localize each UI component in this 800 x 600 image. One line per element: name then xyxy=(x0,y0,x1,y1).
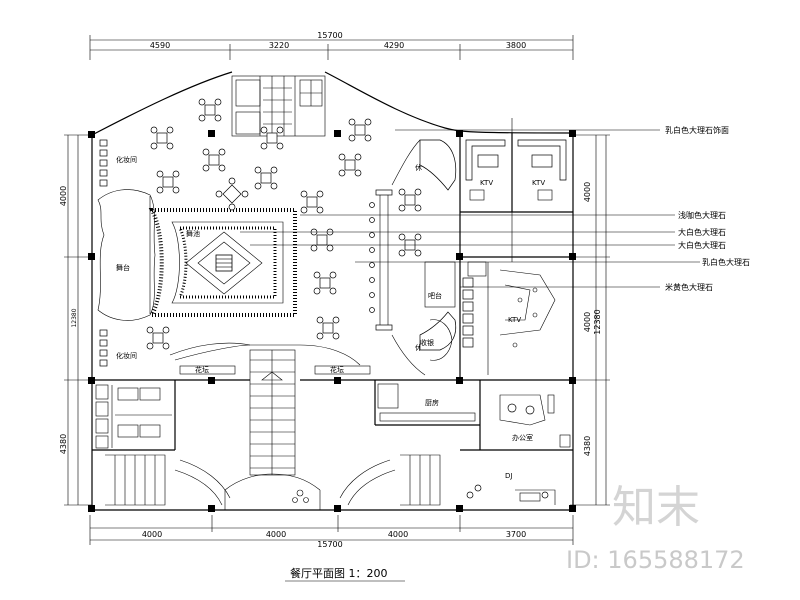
right-dimension-3: 12380 xyxy=(593,309,602,334)
planter-left-label: 花坛 xyxy=(195,365,209,374)
annotation-4: 大白色大理石 xyxy=(678,240,726,250)
stage-area: 舞台 化妆间 化妆间 xyxy=(97,139,156,367)
ktv-hall-label: KTV xyxy=(508,316,521,324)
banquette-seating: 休 休 xyxy=(369,139,426,376)
restrooms xyxy=(95,384,172,449)
main-entrance-stair: 花坛 花坛 xyxy=(169,342,371,510)
side-stairs xyxy=(105,454,441,506)
top-dimension-chain: 15700 4590 3220 4290 3800 xyxy=(89,31,574,60)
left-dimension-1: 4000 xyxy=(59,186,68,206)
structural-columns xyxy=(88,130,576,512)
annotation-6: 米黄色大理石 xyxy=(665,282,713,292)
kitchen-label: 厨房 xyxy=(425,398,439,407)
material-annotations: 乳白色大理石饰面 浅咖色大理石 大白色大理石 大白色大理石 乳白色大理石 米黄色… xyxy=(240,118,750,292)
top-dimension-3: 4290 xyxy=(384,41,404,50)
ktv-hall: KTV 吧台 收银 xyxy=(420,261,556,375)
office-label: 办公室 xyxy=(512,433,533,442)
drawing-title-block: 餐厅平面图 1：200 xyxy=(285,566,405,582)
watermark-id: ID: 165588172 xyxy=(566,546,745,574)
bottom-dimension-3: 4000 xyxy=(388,530,408,539)
top-total-dimension: 15700 xyxy=(317,31,342,40)
kitchen-zone: 厨房 办公室 DJ xyxy=(377,383,571,505)
ktv-room-2-label: KTV xyxy=(532,179,545,187)
dj-label: DJ xyxy=(505,472,512,480)
watermark: 知末 ID: 165588172 xyxy=(566,482,745,574)
bottom-dimension-4: 3700 xyxy=(506,530,526,539)
left-dimension-chain: 4000 12380 4380 xyxy=(59,134,92,506)
right-dimension-chain: 4000 4000 12380 4380 xyxy=(570,134,610,506)
dining-tables xyxy=(146,98,422,350)
annotation-1: 乳白色大理石饰面 xyxy=(665,125,729,135)
lounge-left-label: 休 xyxy=(415,163,422,172)
bottom-dimension-chain: 4000 4000 4000 3700 15700 xyxy=(89,515,574,549)
planter-right-label: 花坛 xyxy=(330,365,344,374)
bottom-dimension-1: 4000 xyxy=(142,530,162,539)
ktv-room-1-label: KTV xyxy=(480,179,493,187)
makeup-room-top-label: 化妆间 xyxy=(116,155,137,164)
ktv-rooms: KTV KTV xyxy=(465,133,567,212)
top-dimension-4: 3800 xyxy=(506,41,526,50)
left-dimension-2: 12380 xyxy=(71,308,78,327)
dance-floor: 舞池 xyxy=(148,208,297,317)
bottom-total-dimension: 15700 xyxy=(317,540,342,549)
right-dimension-4: 4380 xyxy=(583,436,592,456)
watermark-logo: 知末 xyxy=(612,482,700,533)
drawing-title: 餐厅平面图 1：200 xyxy=(290,566,388,580)
right-dimension-2: 4000 xyxy=(583,312,592,332)
cashier-label: 收银 xyxy=(420,338,434,347)
stage-label: 舞台 xyxy=(116,263,130,272)
annotation-5: 乳白色大理石 xyxy=(702,257,750,267)
annotation-3: 大白色大理石 xyxy=(678,227,726,237)
annotation-2: 浅咖色大理石 xyxy=(678,210,726,220)
bottom-dimension-2: 4000 xyxy=(266,530,286,539)
top-entry-stair xyxy=(231,75,326,137)
private-lounge-sofas xyxy=(419,139,457,351)
top-dimension-2: 3220 xyxy=(269,41,289,50)
dance-floor-label: 舞池 xyxy=(186,229,200,238)
top-dimension-1: 4590 xyxy=(150,41,170,50)
lounge-right-label: 休 xyxy=(415,343,422,352)
right-dimension-1: 4000 xyxy=(583,182,592,202)
left-dimension-3: 4380 xyxy=(59,434,68,454)
makeup-room-bottom-label: 化妆间 xyxy=(116,351,137,360)
bar-label: 吧台 xyxy=(428,291,442,300)
